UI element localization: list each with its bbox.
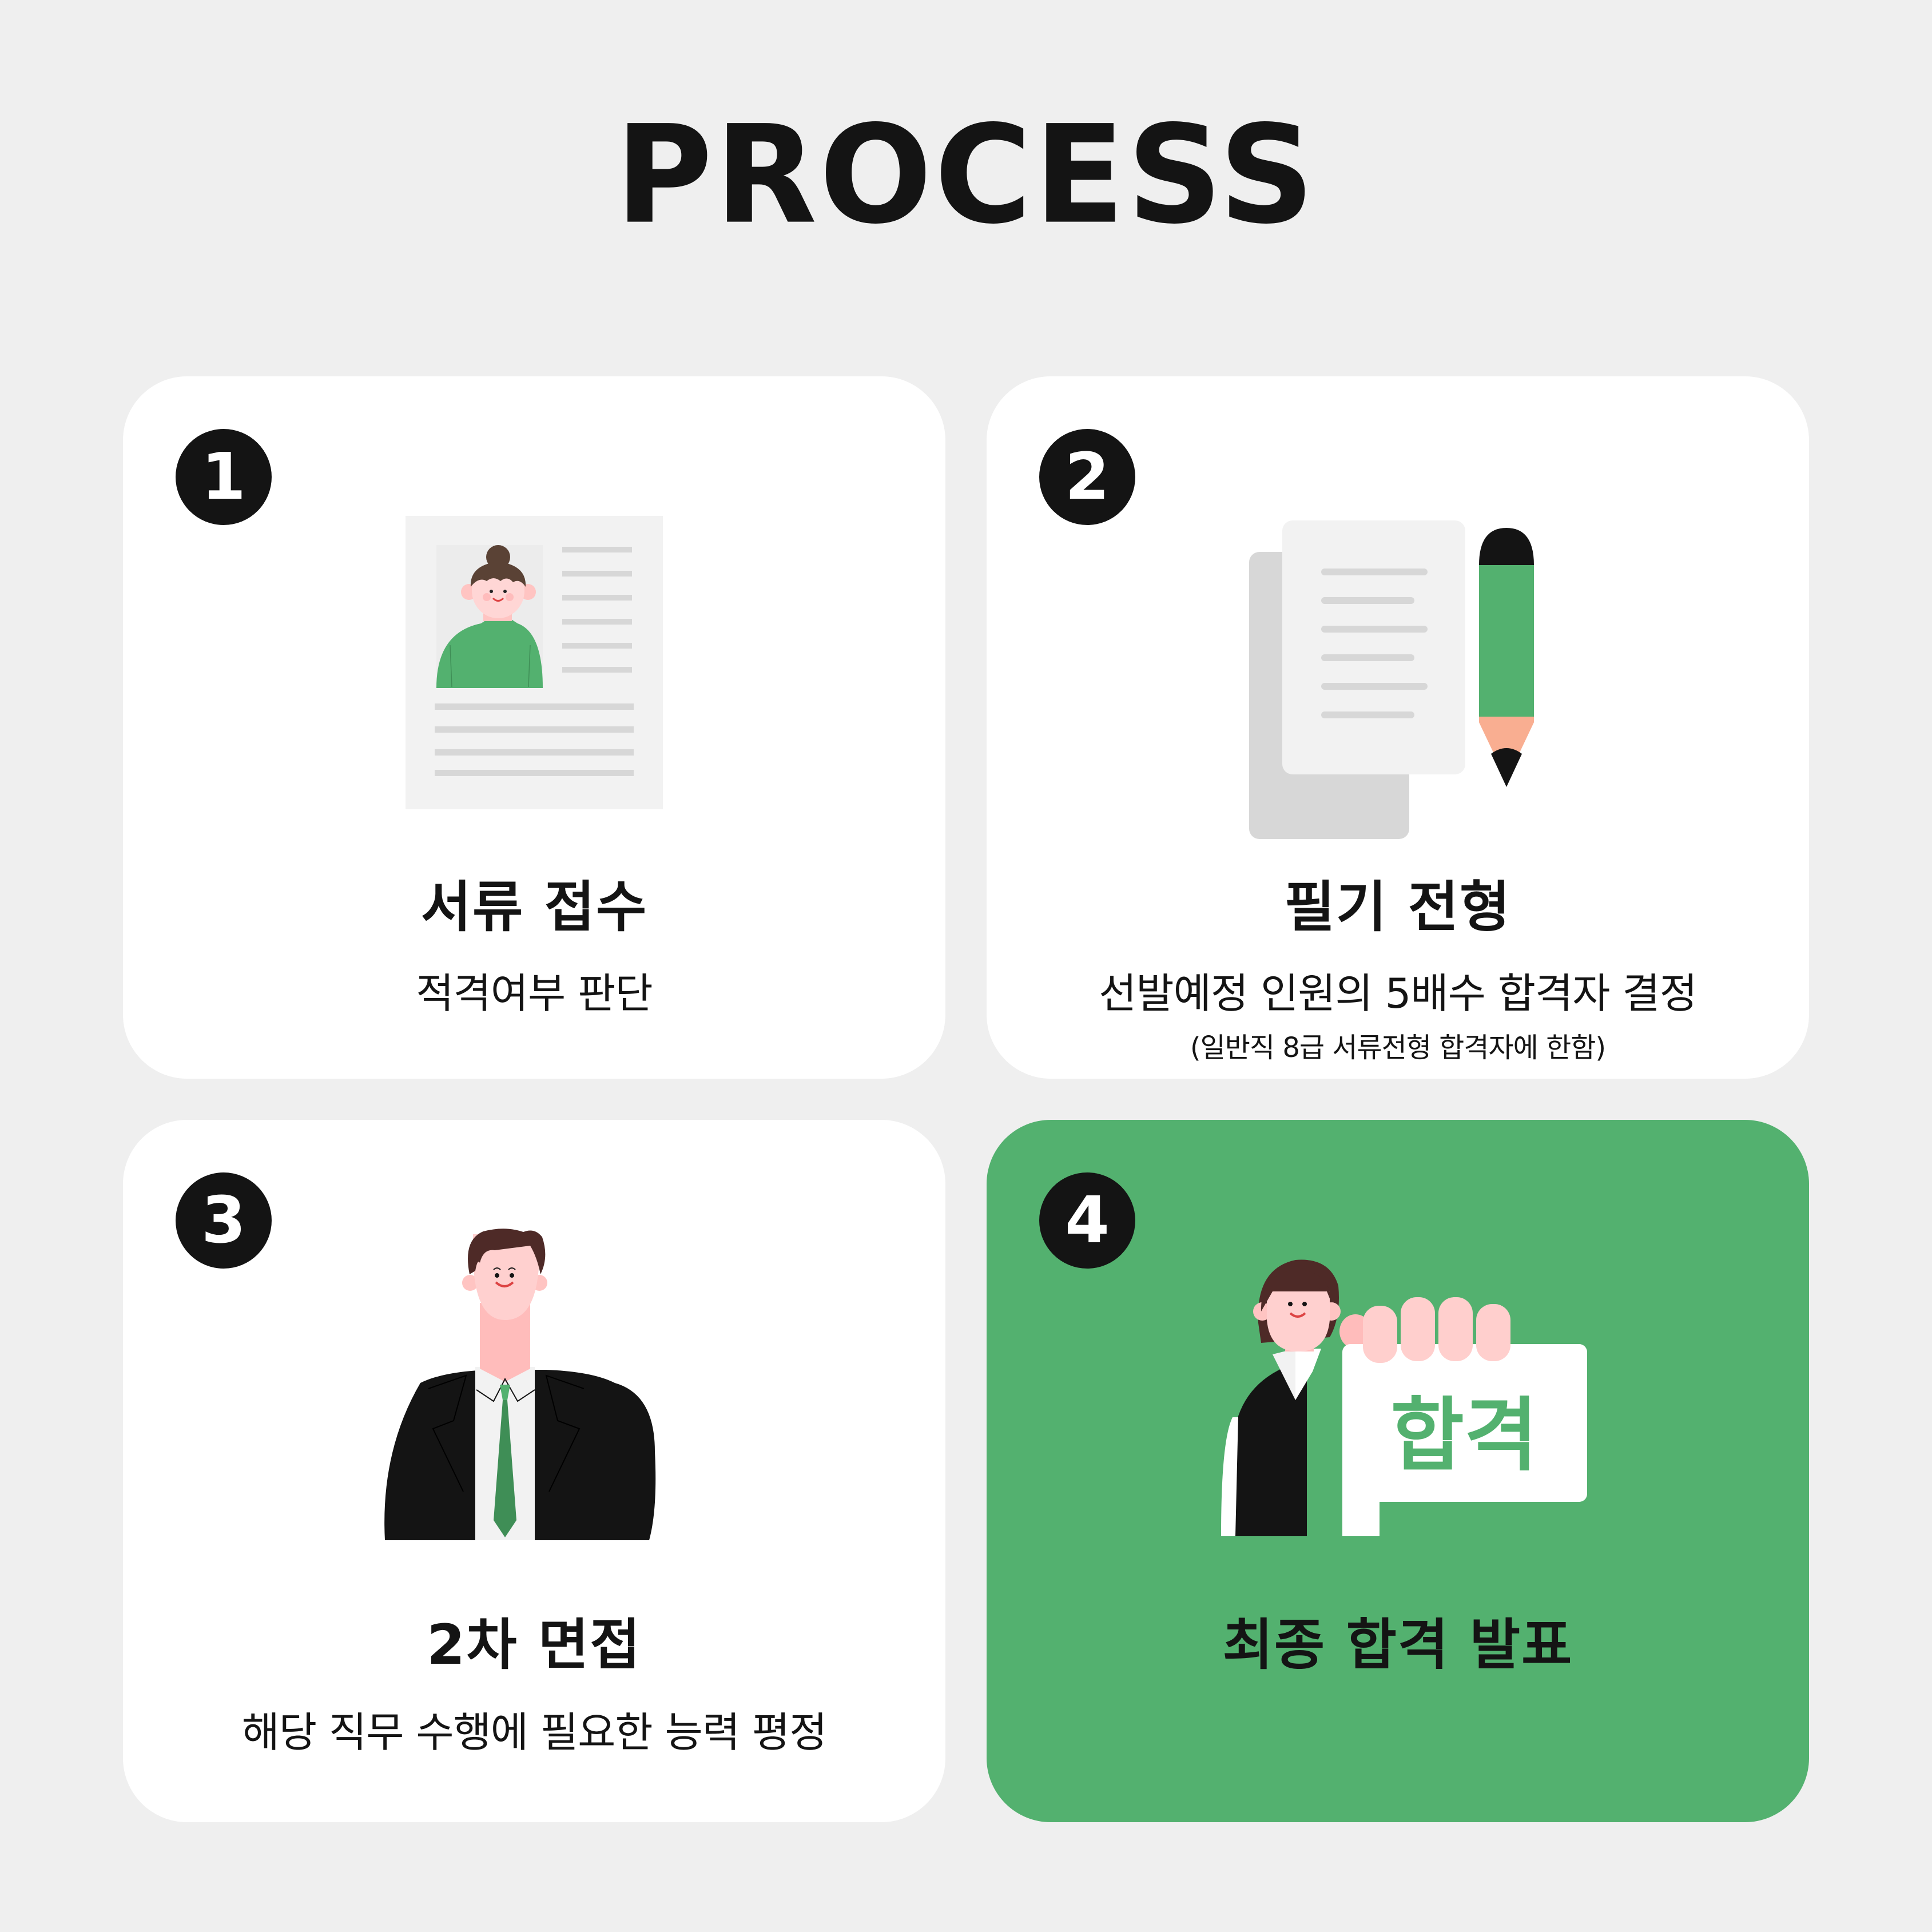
step-description: 적격여부 판단: [416, 969, 653, 1017]
resume-document-icon: [406, 516, 663, 809]
step-title: 2차 면접: [427, 1613, 642, 1677]
step-number-badge: 2: [1039, 429, 1135, 525]
page-title: PROCESS: [615, 96, 1317, 254]
documents-and-pencil-icon: [1249, 520, 1534, 839]
pass-sign-text: 합격: [1390, 1389, 1538, 1482]
step-number-badge: 3: [176, 1172, 272, 1269]
step-note: (일반직 8급 서류전형 합격자에 한함): [1190, 1032, 1606, 1064]
man-in-suit-icon: [384, 1229, 656, 1540]
step-description: 해당 직무 수행에 필요한 능력 평정: [241, 1708, 828, 1756]
step-title: 최종 합격 발표: [1222, 1613, 1573, 1677]
step-title: 서류 접수: [420, 875, 648, 939]
step-description: 선발예정 인원의 5배수 합격자 결정: [1099, 969, 1698, 1017]
step-number-badge: 1: [176, 429, 272, 525]
step-number-badge: 4: [1039, 1172, 1135, 1269]
step-card-4: 합격 4 최종 합격 발표: [987, 1120, 1809, 1822]
woman-holding-pass-sign-icon: 합격: [1221, 1259, 1587, 1536]
step-title: 필기 전형: [1284, 875, 1512, 939]
step-card-3: 3 2차 면접 해당 직무 수행에 필요한 능력 평정: [123, 1120, 945, 1822]
step-card-1: 1 서류 접수 적격여부 판단: [123, 376, 945, 1079]
step-card-2: 2 필기 전형 선발예정 인원의 5배수 합격자 결정 (일반직 8급 서류전형…: [987, 376, 1809, 1079]
